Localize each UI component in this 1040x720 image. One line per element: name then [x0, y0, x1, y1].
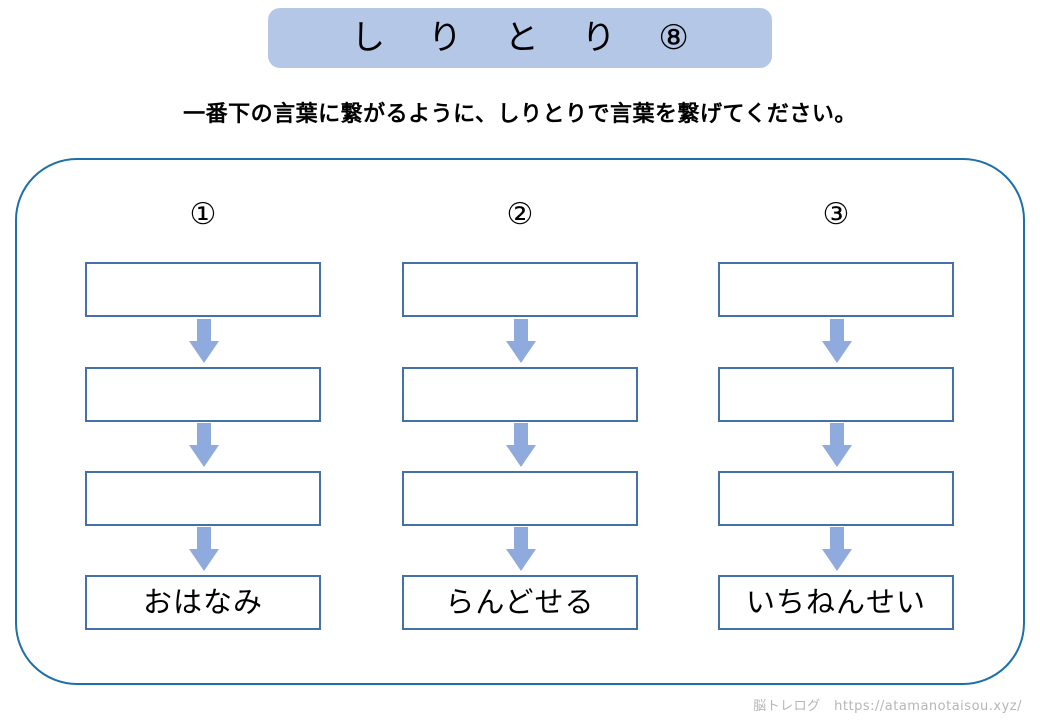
down-arrow-icon-1-1 — [189, 319, 219, 363]
down-arrow-icon-3-3 — [822, 527, 852, 571]
word-box-3-3[interactable] — [718, 471, 954, 526]
instruction-text: 一番下の言葉に繋がるように、しりとりで言葉を繋げてください。 — [183, 102, 857, 127]
puzzle-column-3: ③ いちねんせい — [718, 158, 954, 685]
title-banner: し り と り ⑧ — [268, 8, 772, 68]
down-arrow-icon-2-2 — [506, 423, 536, 467]
down-arrow-icon-2-1 — [506, 319, 536, 363]
word-box-2-1[interactable] — [402, 262, 638, 317]
word-box-2-3[interactable] — [402, 471, 638, 526]
footer-credit: 脳トレログ https://atamanotaisou.xyz/ — [753, 699, 1022, 714]
puzzle-column-2: ② らんどせる — [402, 158, 638, 685]
word-box-3-2[interactable] — [718, 367, 954, 422]
down-arrow-icon-1-2 — [189, 423, 219, 467]
down-arrow-icon-1-3 — [189, 527, 219, 571]
puzzle-column-1: ① おはなみ — [85, 158, 321, 685]
down-arrow-icon-3-2 — [822, 423, 852, 467]
word-box-1-1[interactable] — [85, 262, 321, 317]
word-box-2-4: らんどせる — [402, 575, 638, 630]
column-number-3: ③ — [822, 197, 850, 232]
word-box-1-3[interactable] — [85, 471, 321, 526]
worksheet-frame — [15, 158, 1025, 685]
word-box-3-4: いちねんせい — [718, 575, 954, 630]
word-box-3-1[interactable] — [718, 262, 954, 317]
column-number-2: ② — [506, 197, 534, 232]
down-arrow-icon-2-3 — [506, 527, 536, 571]
puzzle-columns: ① おはなみ ② — [0, 158, 1040, 685]
word-box-2-2[interactable] — [402, 367, 638, 422]
down-arrow-icon-3-1 — [822, 319, 852, 363]
page-title: し り と り ⑧ — [351, 18, 705, 58]
word-text-3-4: いちねんせい — [745, 585, 926, 619]
column-number-1: ① — [189, 197, 217, 232]
word-box-1-2[interactable] — [85, 367, 321, 422]
word-text-1-4: おはなみ — [142, 585, 263, 619]
word-text-2-4: らんどせる — [445, 585, 595, 619]
word-box-1-4: おはなみ — [85, 575, 321, 630]
